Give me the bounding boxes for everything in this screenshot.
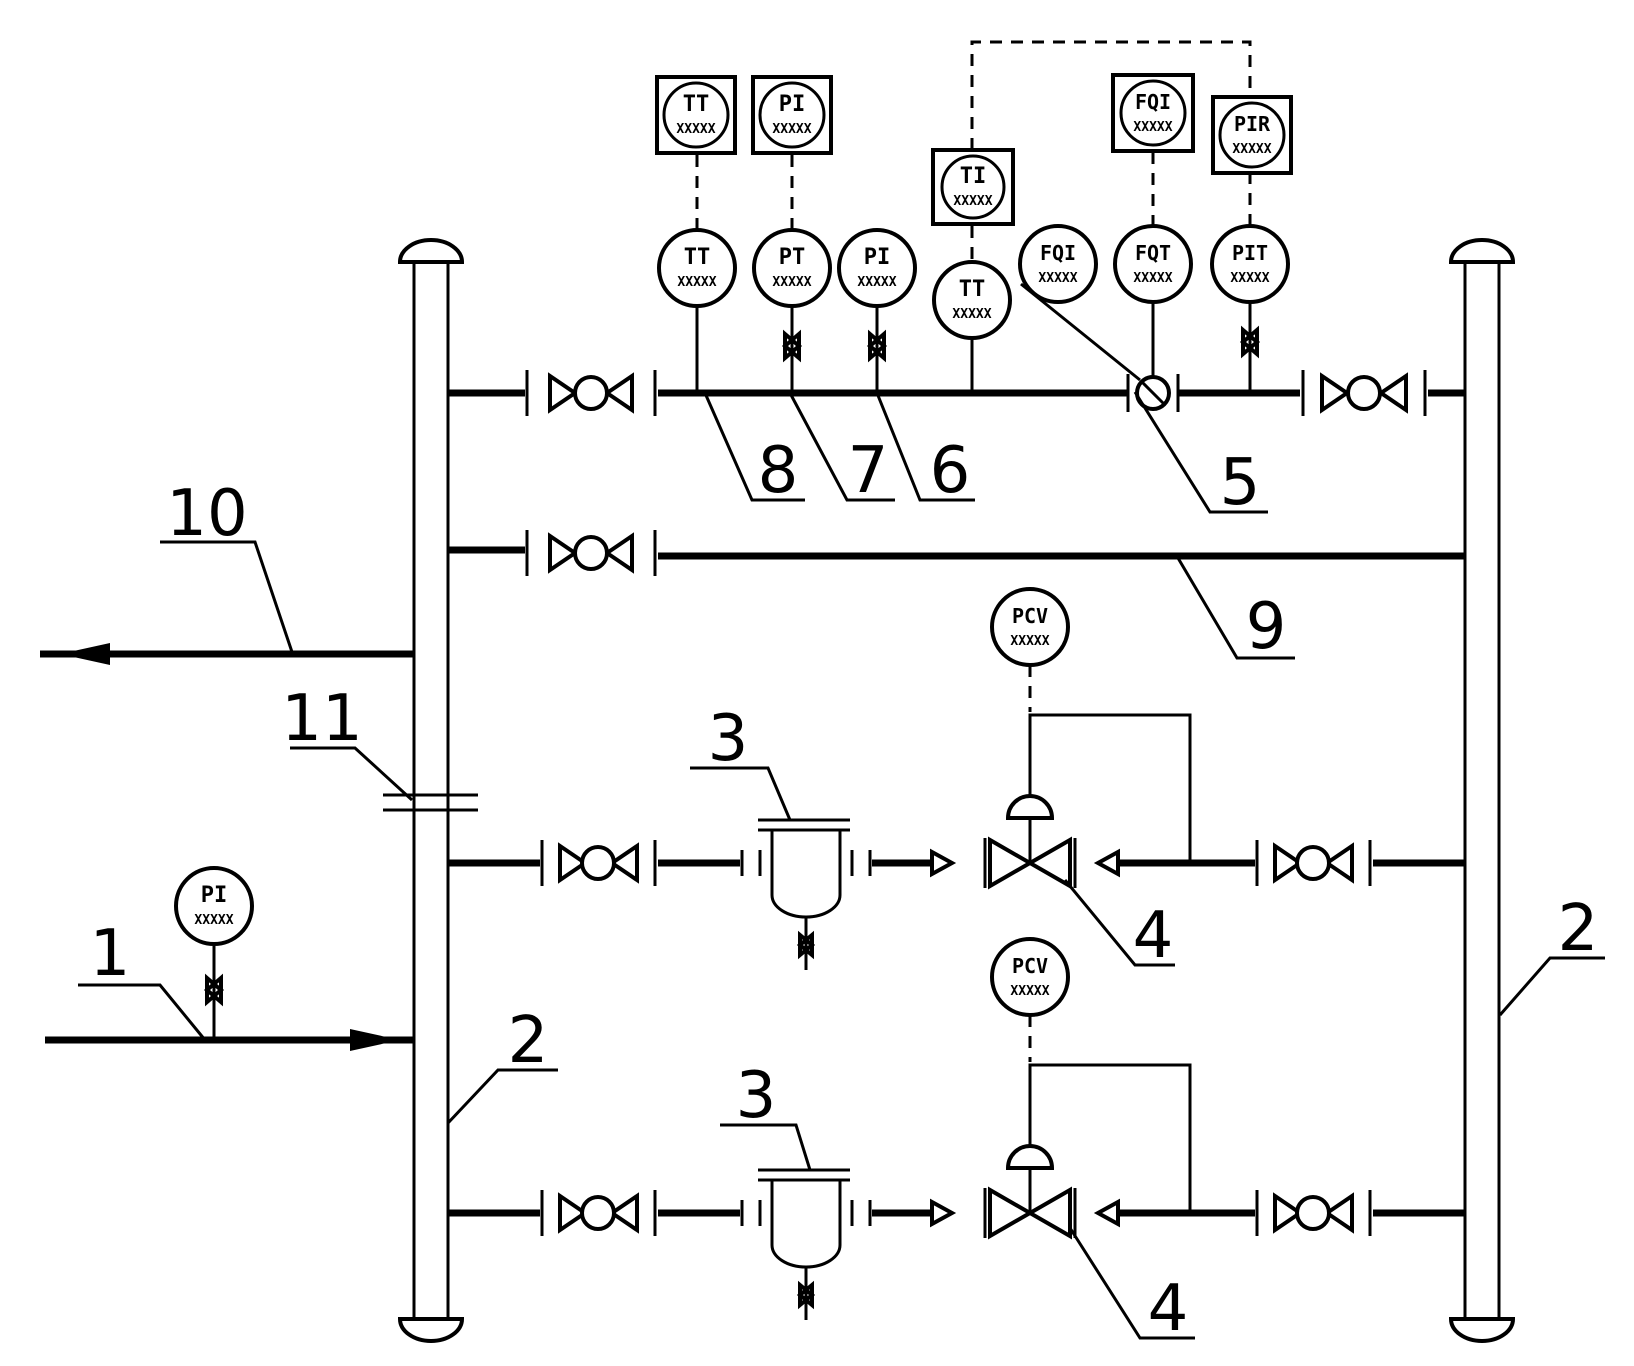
svg-text:XXXXX: XXXXX [1230,271,1269,286]
tt-bubble-2: TT XXXXX [932,260,1012,340]
pit-bubble: PIT XXXXX [1210,224,1290,304]
callout-3-lower: 3 [736,1059,777,1133]
svg-text:PI: PI [864,245,891,270]
outlet-pipe [40,643,414,665]
svg-text:FQI: FQI [1040,241,1076,265]
fqi-box-tag: FQI [1135,90,1171,114]
ball-valve [525,370,657,416]
ball-valve [540,840,657,886]
callout-8: 8 [758,434,799,508]
needle-valve [781,329,803,363]
pi-box-tag: PI [779,92,806,117]
callout-3-upper: 3 [708,702,749,776]
tt-indicator-box: TT XXXXX [655,75,737,155]
svg-text:FQT: FQT [1135,241,1171,265]
callout-1: 1 [90,917,131,991]
callout-11: 11 [281,682,362,756]
pressure-control-valve: PCV XXXXX [930,937,1192,1240]
pi-indicator-box: PI XXXXX [751,75,833,155]
ball-valve [1255,1190,1372,1236]
tt-box-tag: TT [683,92,710,117]
filter [740,818,872,970]
ball-valve [540,1190,657,1236]
inlet-pipe [45,1029,414,1051]
svg-text:XXXXX: XXXXX [1038,271,1077,286]
callout-4-lower: 4 [1148,1272,1189,1346]
svg-text:PIT: PIT [1232,241,1268,265]
pi-box-code: XXXXX [772,122,811,137]
needle-valve [1239,325,1261,359]
fqt-bubble: FQT XXXXX [1113,224,1193,304]
svg-text:XXXXX: XXXXX [677,275,716,290]
pir-box-code: XXXXX [1232,142,1271,157]
filter [740,1168,872,1320]
tt-box-code: XXXXX [676,122,715,137]
pi-bubble: PI XXXXX [837,228,917,308]
callout-2-right: 2 [1558,892,1599,966]
tt-bubble: TT XXXXX [657,228,737,308]
fqi-box-code: XXXXX [1133,120,1172,135]
svg-text:TT: TT [684,245,711,270]
callout-9: 9 [1246,590,1287,664]
bypass-line [448,546,1465,560]
pir-box-tag: PIR [1234,112,1271,136]
ball-valve [1301,370,1427,416]
svg-text:XXXXX: XXXXX [1010,984,1049,999]
blind-plate [383,793,478,812]
ball-valve [525,530,657,576]
svg-text:PCV: PCV [1012,604,1048,628]
callout-10: 10 [166,477,247,551]
inlet-pressure-gauge: PI XXXXX [174,866,254,1040]
ti-box-code: XXXXX [953,194,992,209]
pt-bubble: PT XXXXX [752,228,832,308]
callout-7: 7 [848,434,889,508]
callout-2-left: 2 [508,1004,549,1078]
ti-indicator-box: TI XXXXX [931,148,1015,226]
svg-text:TT: TT [959,277,986,302]
callout-leaders [78,391,1605,1340]
fqi-bubble: FQI XXXXX [1018,224,1098,304]
svg-text:PI: PI [201,883,228,908]
pressure-control-valve: PCV XXXXX [930,587,1192,890]
callout-5: 5 [1220,446,1261,520]
svg-text:XXXXX: XXXXX [1133,271,1172,286]
fqi-indicator-box: FQI XXXXX [1111,73,1195,153]
svg-text:XXXXX: XXXXX [1010,634,1049,649]
left-header [397,238,465,1343]
callout-4-upper: 4 [1133,899,1174,973]
right-header [1448,238,1516,1343]
callout-6: 6 [930,434,971,508]
ti-box-tag: TI [960,164,987,189]
svg-text:PCV: PCV [1012,954,1048,978]
svg-text:XXXXX: XXXXX [857,275,896,290]
needle-valve [866,329,888,363]
svg-text:XXXXX: XXXXX [194,913,233,928]
svg-text:XXXXX: XXXXX [952,307,991,322]
ball-valve [1255,840,1372,886]
svg-text:XXXXX: XXXXX [772,275,811,290]
svg-text:PT: PT [779,245,806,270]
pir-recorder-box: PIR XXXXX [1211,95,1293,175]
